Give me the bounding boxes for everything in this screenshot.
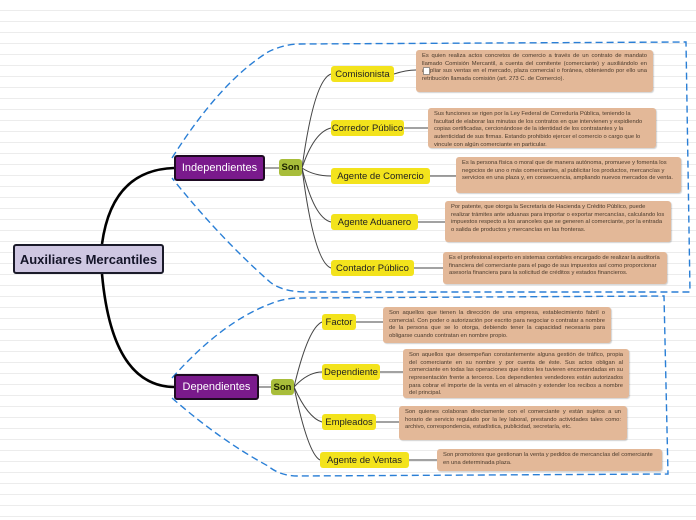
dependientes-desc-links [356, 321, 437, 461]
independientes-desc-links [393, 69, 456, 269]
item-corredor-publico[interactable]: Corredor Público [331, 120, 404, 136]
item-empleados[interactable]: Empleados [322, 414, 376, 430]
root-to-independientes-link [100, 166, 175, 245]
item-contador-publico[interactable]: Contador Público [331, 260, 414, 276]
item-agente-aduanero[interactable]: Agente Aduanero [331, 214, 418, 230]
dependientes-item-links [293, 321, 323, 461]
connector-son-independientes[interactable]: Son [279, 159, 302, 176]
description-agente-aduanero: Por patente, que otorga la Secretaría de… [445, 201, 671, 242]
category-dependientes[interactable]: Dependientes [174, 374, 259, 400]
note-icon [423, 67, 430, 75]
category-independientes[interactable]: Independientes [174, 155, 265, 181]
root-node[interactable]: Auxiliares Mercantiles [13, 244, 164, 274]
item-factor[interactable]: Factor [322, 314, 356, 330]
description-comisionista: Es quien realiza actos concretos de come… [416, 50, 653, 92]
description-contador-publico: Es el profesional experto en sistemas co… [443, 252, 667, 284]
item-dependiente[interactable]: Dependiente [322, 364, 380, 380]
description-dependiente: Son aquellos que desempeñan constantemen… [403, 349, 629, 398]
item-comisionista[interactable]: Comisionista [331, 66, 394, 82]
description-factor: Son aquellos que tienen la dirección de … [383, 307, 611, 343]
independientes-boundary [171, 41, 691, 293]
independientes-item-links [301, 73, 332, 269]
description-empleados: Son quienes colaboran directamente con e… [399, 406, 627, 440]
connector-son-dependientes[interactable]: Son [271, 379, 294, 395]
description-agente-de-comercio: Es la persona física o moral que de mane… [456, 157, 681, 193]
item-agente-de-ventas[interactable]: Agente de Ventas [320, 452, 409, 468]
root-to-dependientes-link [100, 273, 175, 389]
description-corredor-publico: Sus funciones se rigen por la Ley Federa… [428, 108, 656, 148]
item-agente-de-comercio[interactable]: Agente de Comercio [331, 168, 430, 184]
description-agente-de-ventas: Son promotores que gestionan la venta y … [437, 449, 662, 471]
dependientes-boundary [171, 295, 669, 477]
